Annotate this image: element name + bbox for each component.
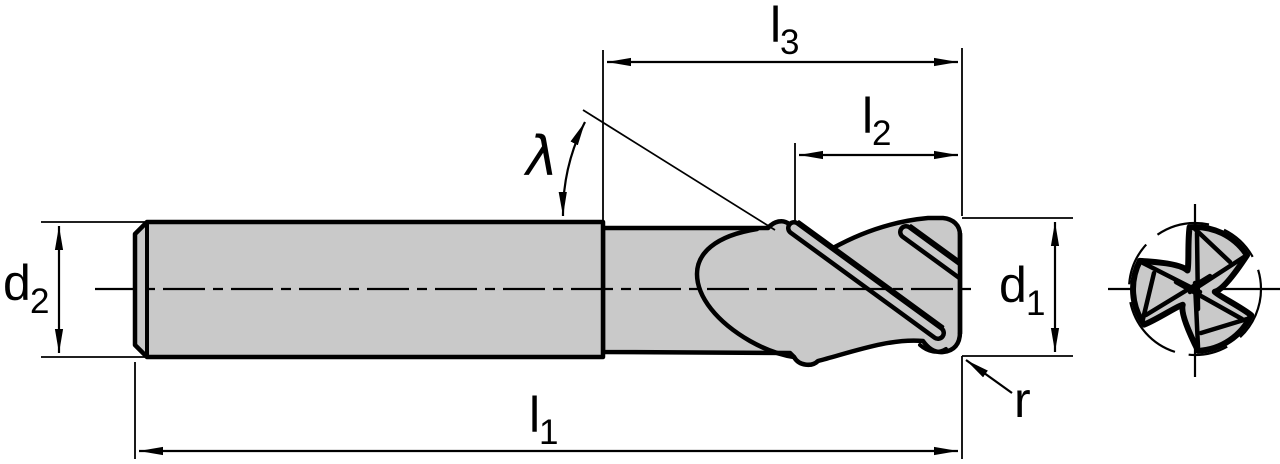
flute-band-1-margin xyxy=(797,220,945,328)
flute-scoop-curve xyxy=(694,226,797,360)
side-view xyxy=(95,215,978,367)
dim-label-lambda: λ xyxy=(523,125,558,188)
flute-band-2-margin xyxy=(909,224,959,263)
radius-leader-line xyxy=(965,359,1013,394)
edge-land-3 xyxy=(1140,270,1157,322)
dim-label-d2-sub: 2 xyxy=(30,282,49,321)
dim-label-l3: l xyxy=(770,0,781,53)
dim-label-l2: l xyxy=(862,88,873,144)
dim-label-d1-sub: 1 xyxy=(1026,284,1045,323)
dim-label-l1: l xyxy=(529,387,540,443)
dimension-corner-radius: r xyxy=(965,359,1031,428)
dim-label-d2: d xyxy=(3,255,31,311)
dimension-helix-angle: λ xyxy=(523,109,776,231)
angle-arc xyxy=(558,121,586,217)
dim-label-l1-sub: 1 xyxy=(539,413,558,452)
dim-label-l2-sub: 2 xyxy=(872,114,891,153)
cutting-diameter-circle xyxy=(1127,221,1263,357)
dimension-d2: d 2 xyxy=(3,221,150,358)
dimension-l2: l 2 xyxy=(794,88,958,224)
edge-face-3 xyxy=(1140,260,1203,295)
helix-tangent-line xyxy=(582,109,776,231)
dim-label-l3-sub: 3 xyxy=(780,23,799,62)
edge-spoke-3 xyxy=(1143,273,1213,318)
end-view xyxy=(1108,204,1280,377)
flute-band-1-face xyxy=(790,224,942,337)
dimensions: l 3 l 2 l 1 d 2 xyxy=(3,0,1073,459)
edge-land-2 xyxy=(1198,316,1250,336)
dimension-d1: d 1 xyxy=(962,217,1073,357)
flute-band-1 xyxy=(786,220,946,341)
flute-band-2-face xyxy=(902,228,959,275)
dim-label-r: r xyxy=(1014,372,1031,428)
end-view-cutting-edges xyxy=(1140,226,1250,350)
dimension-l3: l 3 xyxy=(602,0,963,220)
edge-face-2 xyxy=(1192,280,1201,350)
cutter-head-body xyxy=(600,215,963,367)
dim-label-d1: d xyxy=(999,257,1027,313)
flute-band-2 xyxy=(898,224,959,281)
dimension-l1: l 1 xyxy=(134,356,963,459)
edge-land-1 xyxy=(1192,226,1233,265)
edge-face-1 xyxy=(1187,254,1247,295)
corner-inner-arc xyxy=(918,343,948,354)
